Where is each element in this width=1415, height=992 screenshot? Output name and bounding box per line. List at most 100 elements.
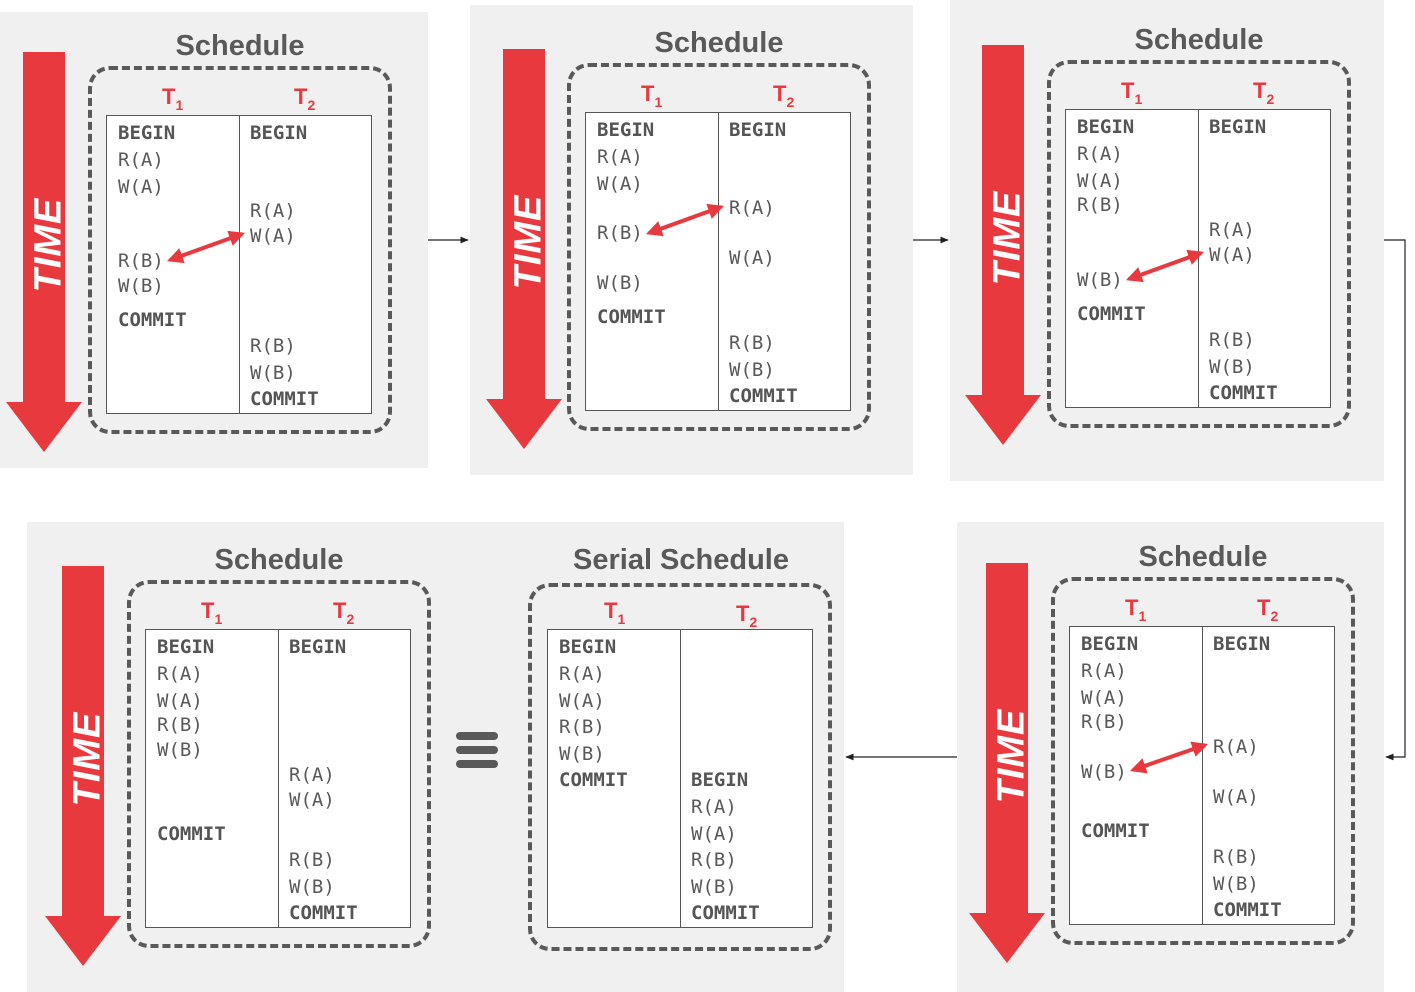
t2-op: W(A) [289,789,335,811]
t1-op: R(B) [157,714,203,736]
t2-op: COMMIT [729,385,798,407]
t2-op: R(B) [729,332,775,354]
t2-op: W(B) [691,876,737,898]
t2-op: W(A) [250,225,296,247]
t2-op: W(A) [729,247,775,269]
t1-op: BEGIN [1081,633,1139,655]
t2-op: R(B) [1209,329,1255,351]
t1-op: COMMIT [1077,303,1146,325]
t2-label: T2 [736,601,758,630]
t1-op: BEGIN [118,122,176,144]
schedule-table [1069,626,1335,925]
t1-label: T1 [641,81,663,110]
serial-schedule-frame [528,583,832,951]
t1-op: BEGIN [157,636,215,658]
t2-op: R(B) [289,849,335,871]
t1-op: R(A) [157,663,203,685]
flow-arrow [1384,239,1406,761]
time-arrow-shape [45,566,121,966]
t1-op: R(B) [118,250,164,272]
t1-op: BEGIN [597,119,655,141]
time-arrow-shape [6,52,82,452]
t1-label: T1 [1125,595,1147,624]
t1-op: W(A) [157,690,203,712]
t2-op: R(A) [1213,736,1259,758]
t2-op: R(A) [1209,219,1255,241]
t2-op: COMMIT [289,902,358,924]
t1-op: COMMIT [597,306,666,328]
t1-op: W(B) [1081,761,1127,783]
column-divider [680,630,681,927]
time-arrow-shape [486,49,562,449]
schedule-title: Schedule [214,544,344,576]
t2-op: W(B) [289,876,335,898]
column-divider [1198,110,1199,407]
t1-op: W(A) [1081,687,1127,709]
t1-label: T1 [201,598,223,627]
schedule-frame [127,580,431,948]
schedule-title: Schedule [654,27,784,59]
t1-op: W(B) [597,272,643,294]
t2-op: R(B) [1213,846,1259,868]
column-divider [278,630,279,927]
time-arrow-4 [967,563,1047,965]
t2-op: COMMIT [691,902,760,924]
time-label: TIME [66,711,109,807]
t1-op: BEGIN [1077,116,1135,138]
time-arrow-1 [4,52,84,454]
t1-op: R(A) [597,146,643,168]
schedule-frame [1047,60,1351,428]
t2-label: T2 [1253,78,1275,107]
t1-op: W(A) [118,176,164,198]
time-label: TIME [27,197,70,293]
t2-op: W(B) [1213,873,1259,895]
t2-op: COMMIT [1209,382,1278,404]
t1-op: R(B) [597,222,643,244]
t1-op: R(A) [559,663,605,685]
schedule-table [106,115,372,414]
schedule-table [145,629,411,928]
column-divider [718,113,719,410]
t2-label: T2 [294,84,316,113]
t1-op: W(B) [157,739,203,761]
time-arrow-shape [969,563,1045,963]
t2-op: BEGIN [250,122,308,144]
t2-label: T2 [773,81,795,110]
schedule-title: Schedule [175,30,305,62]
t1-op: COMMIT [157,823,226,845]
t2-label: T2 [333,598,355,627]
t1-op: R(B) [1081,711,1127,733]
t2-op: COMMIT [1213,899,1282,921]
t2-op: W(B) [1209,356,1255,378]
schedule-frame [88,66,392,434]
t2-op: W(A) [691,823,737,845]
time-label: TIME [507,194,550,290]
t2-op: COMMIT [250,388,319,410]
t1-op: W(A) [1077,170,1123,192]
t2-op: BEGIN [289,636,347,658]
serial-schedule-table [547,629,813,928]
time-label: TIME [986,190,1029,286]
schedule-title: Schedule [1138,541,1268,573]
column-divider [239,116,240,413]
t1-op: W(A) [559,690,605,712]
t2-op: BEGIN [1209,116,1267,138]
t2-op: BEGIN [691,769,749,791]
t1-op: R(B) [1077,194,1123,216]
t1-op: COMMIT [118,309,187,331]
time-arrow-shape [965,45,1041,445]
time-arrow-3 [963,45,1043,447]
schedule-table [585,112,851,411]
time-arrow-5 [43,566,123,968]
schedule-frame [567,63,871,431]
t1-op: W(B) [118,275,164,297]
t2-op: R(A) [729,197,775,219]
schedule-title: Schedule [1134,24,1264,56]
t2-op: R(A) [250,200,296,222]
t2-op: R(B) [691,849,737,871]
t1-op: BEGIN [559,636,617,658]
serial-schedule-title: Serial Schedule [573,544,789,576]
t2-op: W(B) [250,362,296,384]
time-label: TIME [990,708,1033,804]
t2-op: BEGIN [1213,633,1271,655]
